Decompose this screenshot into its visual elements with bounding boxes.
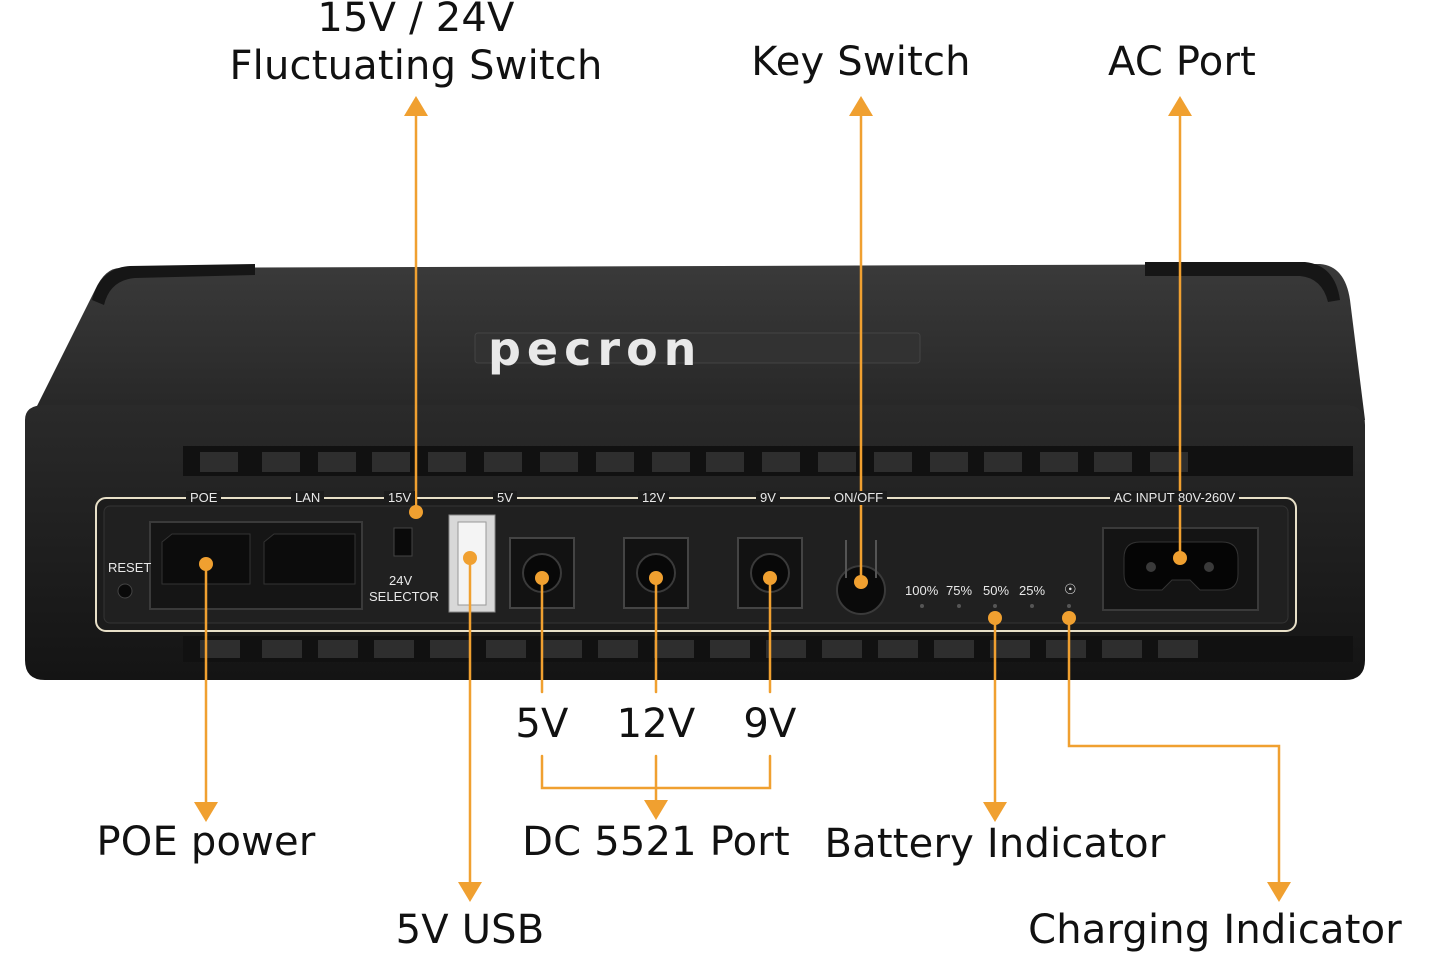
panel-label-selector-line1: 24V bbox=[389, 573, 413, 588]
arrow-heads bbox=[194, 96, 1291, 902]
arrow-down-charging bbox=[1267, 882, 1291, 902]
arrow-up-key bbox=[849, 96, 873, 116]
callout-dc-5v: 5V bbox=[515, 701, 569, 747]
callout-dc-port: DC 5521 Port bbox=[522, 819, 790, 865]
vent-slots-top bbox=[200, 452, 1188, 472]
arrow-up-switch bbox=[404, 96, 428, 116]
panel-label-15v: 15V bbox=[384, 491, 416, 505]
panel-label-poe: POE bbox=[186, 491, 222, 505]
panel-label-50: 50% bbox=[983, 583, 1010, 598]
panel-label-12v: 12V bbox=[638, 491, 670, 505]
arrow-down-usb bbox=[458, 882, 482, 902]
callout-usb-5v: 5V USB bbox=[395, 907, 545, 953]
callout-dc-9v: 9V bbox=[743, 701, 797, 747]
callout-lines bbox=[204, 110, 1281, 890]
callout-battery-indicator: Battery Indicator bbox=[824, 821, 1166, 867]
usb-port-inner bbox=[457, 521, 487, 606]
callout-switch-line2: Fluctuating Switch bbox=[229, 43, 603, 89]
callout-key-switch: Key Switch bbox=[751, 39, 971, 85]
callout-switch-line1: 15V / 24V bbox=[317, 0, 515, 41]
panel-label-selector-line2: SELECTOR bbox=[369, 589, 439, 604]
panel-label-25: 25% bbox=[1019, 583, 1046, 598]
panel-label-9v: 9V bbox=[756, 491, 780, 505]
bumper-right-top bbox=[1145, 262, 1340, 302]
logo-plate bbox=[474, 332, 921, 364]
battery-leds bbox=[920, 604, 1071, 608]
panel-label-lan: LAN bbox=[291, 491, 325, 505]
panel-label-ac-input: AC INPUT 80V-260V bbox=[1110, 491, 1240, 505]
panel-label-75: 75% bbox=[946, 583, 973, 598]
ac-inlet bbox=[1123, 541, 1239, 591]
charging-symbol-icon: ☉ bbox=[1064, 581, 1077, 597]
ac-pin-left bbox=[1146, 562, 1156, 572]
callout-charging-indicator: Charging Indicator bbox=[1028, 907, 1402, 953]
arrow-down-poe bbox=[194, 802, 218, 822]
callout-poe-power: POE power bbox=[96, 819, 316, 865]
panel-label-100: 100% bbox=[905, 583, 939, 598]
lan-jack bbox=[263, 533, 356, 585]
arrow-down-battery bbox=[983, 802, 1007, 822]
panel-label-5v: 5V bbox=[493, 491, 517, 505]
callout-dc-12v: 12V bbox=[616, 701, 696, 747]
arrow-up-ac bbox=[1168, 96, 1192, 116]
selector-switch bbox=[393, 527, 413, 557]
arrow-down-dc bbox=[644, 800, 668, 820]
vent-slots-bottom bbox=[200, 640, 1198, 658]
ac-pin-right bbox=[1204, 562, 1214, 572]
panel-label-on-off: ON/OFF bbox=[830, 491, 888, 505]
callout-ac-port: AC Port bbox=[1107, 39, 1257, 85]
panel-label-reset: RESET bbox=[108, 560, 152, 575]
brand-logo: pecron bbox=[488, 322, 703, 376]
bumper-left-top bbox=[92, 264, 255, 305]
reset-hole bbox=[117, 583, 133, 599]
callout-dots bbox=[199, 505, 1187, 625]
